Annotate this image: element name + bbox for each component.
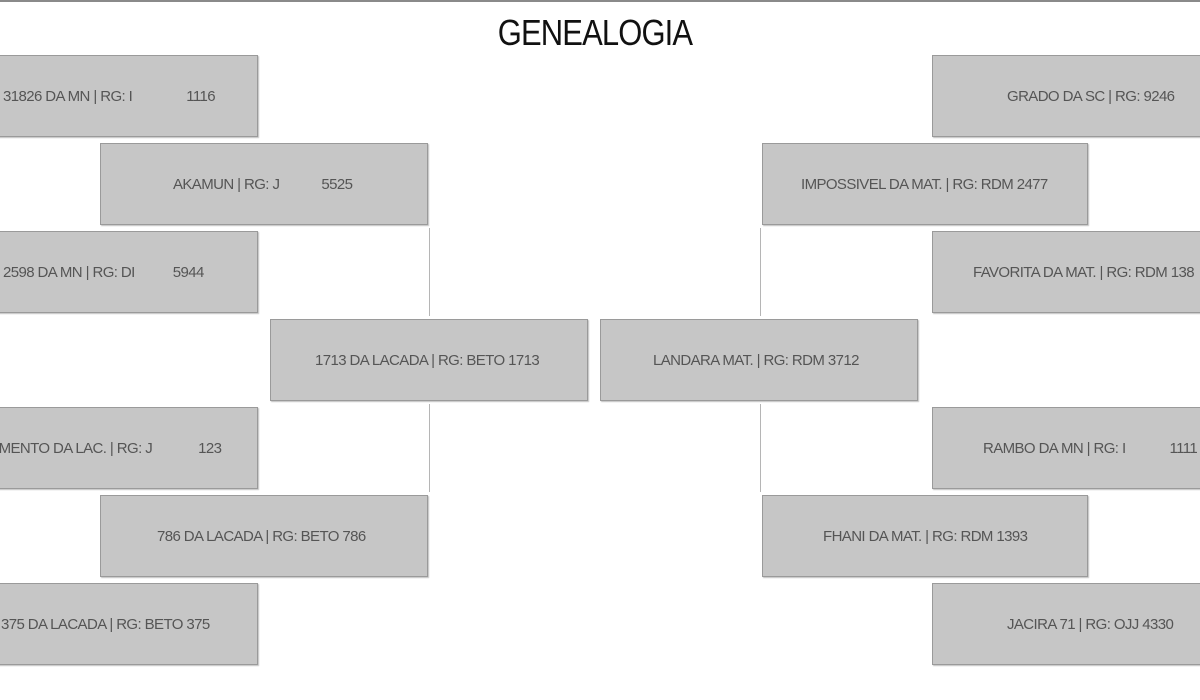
animal-name: FAVORITA DA MAT. | RG: RDM 138: [973, 263, 1195, 281]
animal-name: 786 DA LACADA | RG: BETO 786: [157, 527, 366, 545]
animal-name: LANDARA MAT. | RG: RDM 3712: [653, 351, 859, 369]
animal-number: 1111: [1169, 439, 1198, 457]
pedigree-box-dam-sire-sire[interactable]: GRADO DA SC | RG: 9246: [932, 55, 1200, 137]
top-border: [0, 0, 1200, 2]
pedigree-box-sire-sire-sire[interactable]: 31826 DA MN | RG: I 1116: [0, 55, 258, 137]
animal-number: 5944: [172, 263, 205, 281]
pedigree-box-dam-dam-sire[interactable]: RAMBO DA MN | RG: I 1111: [932, 407, 1200, 489]
animal-name: GRADO DA SC | RG: 9246: [1007, 87, 1175, 105]
animal-name: AKAMUN | RG: J: [173, 175, 280, 193]
pedigree-box-sire-dam[interactable]: 786 DA LACADA | RG: BETO 786: [100, 495, 428, 577]
pedigree-box-dam[interactable]: LANDARA MAT. | RG: RDM 3712: [600, 319, 918, 401]
animal-name: FHANI DA MAT. | RG: RDM 1393: [823, 527, 1028, 545]
animal-name: 2598 DA MN | RG: DI: [3, 263, 135, 281]
pedigree-box-sire-sire[interactable]: AKAMUN | RG: J 5525: [100, 143, 428, 225]
connector-sire-upper: [429, 228, 430, 316]
animal-name: 375 DA LACADA | RG: BETO 375: [1, 615, 210, 633]
pedigree-box-dam-sire[interactable]: IMPOSSIVEL DA MAT. | RG: RDM 2477: [762, 143, 1088, 225]
animal-name: RAMBO DA MN | RG: I: [983, 439, 1126, 457]
animal-name: IMENTO DA LAC. | RG: J: [0, 439, 153, 457]
pedigree-box-sire-dam-sire[interactable]: IMENTO DA LAC. | RG: J 123: [0, 407, 258, 489]
animal-name: JACIRA 71 | RG: OJJ 4330: [1007, 615, 1174, 633]
animal-number: 1116: [186, 87, 215, 105]
animal-name: 1713 DA LACADA | RG: BETO 1713: [315, 351, 540, 369]
animal-name: 31826 DA MN | RG: I: [3, 87, 133, 105]
connector-dam-lower: [760, 404, 761, 492]
animal-number: 5525: [321, 175, 353, 193]
pedigree-box-dam-sire-dam[interactable]: FAVORITA DA MAT. | RG: RDM 138: [932, 231, 1200, 313]
page-title: GENEALOGIA: [497, 12, 693, 53]
pedigree-box-dam-dam-dam[interactable]: JACIRA 71 | RG: OJJ 4330: [932, 583, 1200, 665]
connector-dam-upper: [760, 228, 761, 316]
connector-sire-lower: [429, 404, 430, 492]
pedigree-box-sire-dam-dam[interactable]: 375 DA LACADA | RG: BETO 375: [0, 583, 258, 665]
pedigree-box-sire-sire-dam[interactable]: 2598 DA MN | RG: DI 5944: [0, 231, 258, 313]
animal-number: 123: [198, 439, 222, 457]
pedigree-box-sire[interactable]: 1713 DA LACADA | RG: BETO 1713: [270, 319, 588, 401]
animal-name: IMPOSSIVEL DA MAT. | RG: RDM 2477: [801, 175, 1048, 193]
pedigree-box-dam-dam[interactable]: FHANI DA MAT. | RG: RDM 1393: [762, 495, 1088, 577]
